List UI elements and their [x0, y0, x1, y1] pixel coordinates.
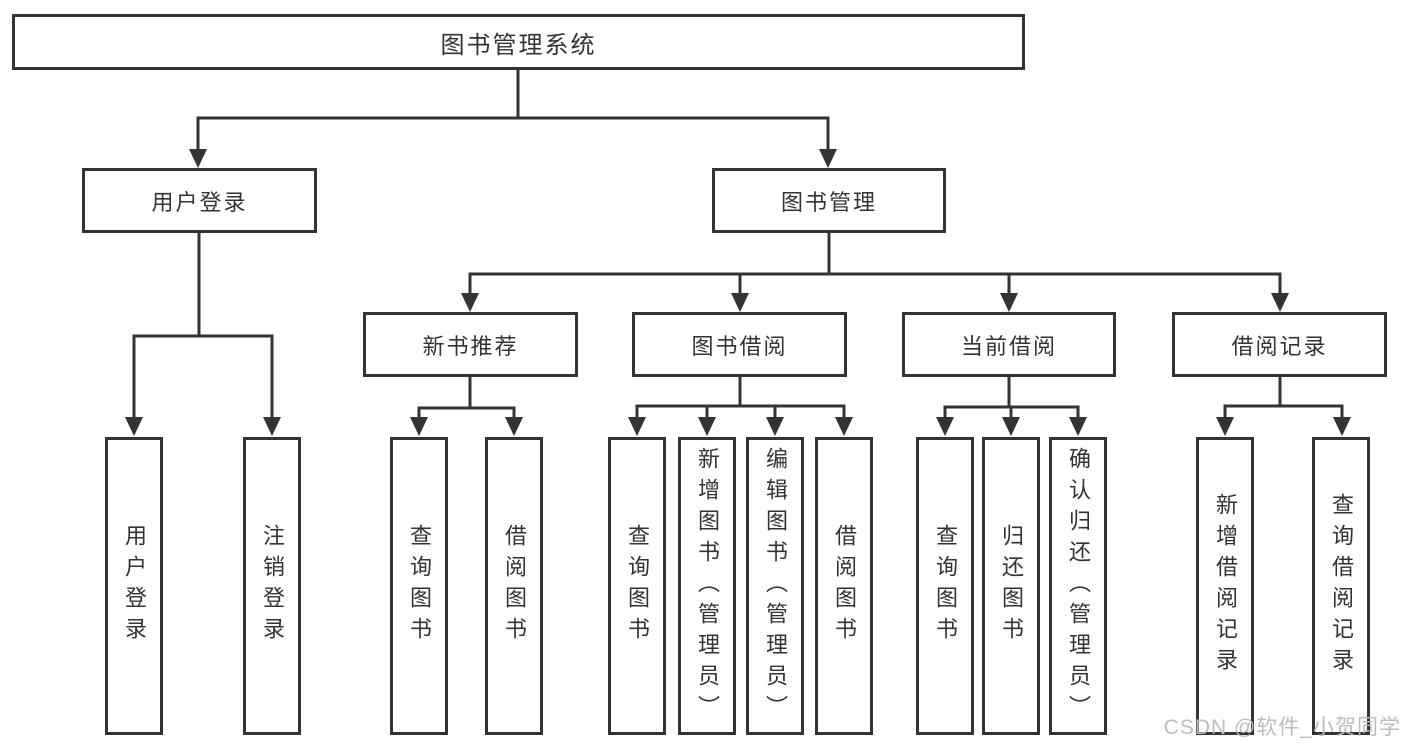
node-current-borrow: 当前借阅	[902, 312, 1116, 377]
leaf-edit-book-admin: 编辑图书（管理员）	[746, 437, 804, 735]
leaf-return-books-label: 归还图书	[999, 524, 1024, 648]
leaf-user-login: 用户登录	[105, 437, 163, 735]
leaf-query-books-recommend: 查询图书	[390, 437, 448, 735]
node-book-management: 图书管理	[712, 168, 946, 233]
leaf-query-books-current-label: 查询图书	[933, 524, 958, 648]
leaf-query-borrow-record-label: 查询借阅记录	[1329, 493, 1354, 679]
leaf-add-book-admin: 新增图书（管理员）	[678, 437, 736, 735]
connector-current-borrow-children	[936, 377, 1087, 436]
leaf-logout-login-label: 注销登录	[260, 524, 285, 648]
node-new-book-recommend-label: 新书推荐	[422, 333, 519, 359]
leaf-add-borrow-record: 新增借阅记录	[1196, 437, 1254, 735]
node-new-book-recommend: 新书推荐	[363, 312, 578, 377]
connector-user-login-children	[125, 233, 281, 436]
leaf-query-books-current: 查询图书	[916, 437, 974, 735]
leaf-logout-login: 注销登录	[243, 437, 301, 735]
connector-borrow-records-children	[1216, 377, 1351, 436]
leaf-add-borrow-record-label: 新增借阅记录	[1213, 493, 1238, 679]
leaf-query-borrow-record: 查询借阅记录	[1312, 437, 1370, 735]
leaf-query-books-borrow-label: 查询图书	[625, 524, 650, 648]
node-user-login: 用户登录	[82, 168, 317, 233]
node-book-borrow: 图书借阅	[632, 312, 847, 377]
node-root-label: 图书管理系统	[440, 31, 597, 59]
node-book-management-label: 图书管理	[780, 189, 877, 215]
leaf-borrow-books: 借阅图书	[815, 437, 873, 735]
node-root: 图书管理系统	[12, 14, 1025, 70]
connector-book-management-children	[461, 233, 1289, 312]
leaf-add-book-admin-label: 新增图书（管理员）	[695, 446, 720, 726]
node-borrow-records-label: 借阅记录	[1231, 333, 1328, 359]
node-user-login-label: 用户登录	[151, 189, 248, 215]
leaf-edit-book-admin-label: 编辑图书（管理员）	[763, 446, 788, 726]
leaf-query-books-borrow: 查询图书	[608, 437, 666, 735]
leaf-confirm-return-admin-label: 确认归还（管理员）	[1066, 446, 1091, 726]
leaf-confirm-return-admin: 确认归还（管理员）	[1049, 437, 1107, 735]
leaf-borrow-books-label: 借阅图书	[832, 524, 857, 648]
leaf-query-books-recommend-label: 查询图书	[407, 524, 432, 648]
leaf-borrow-books-recommend-label: 借阅图书	[502, 524, 527, 648]
node-borrow-records: 借阅记录	[1172, 312, 1387, 377]
leaf-borrow-books-recommend: 借阅图书	[485, 437, 543, 735]
node-book-borrow-label: 图书借阅	[691, 333, 788, 359]
csdn-watermark: CSDN @软件_小贺同学	[1163, 716, 1401, 739]
connector-book-borrow-children	[628, 377, 853, 436]
node-current-borrow-label: 当前借阅	[960, 333, 1057, 359]
connector-new-book-recommend-children	[410, 377, 523, 436]
connector-root-to-level2	[189, 70, 837, 168]
leaf-return-books: 归还图书	[982, 437, 1040, 735]
leaf-user-login-label: 用户登录	[122, 524, 147, 648]
